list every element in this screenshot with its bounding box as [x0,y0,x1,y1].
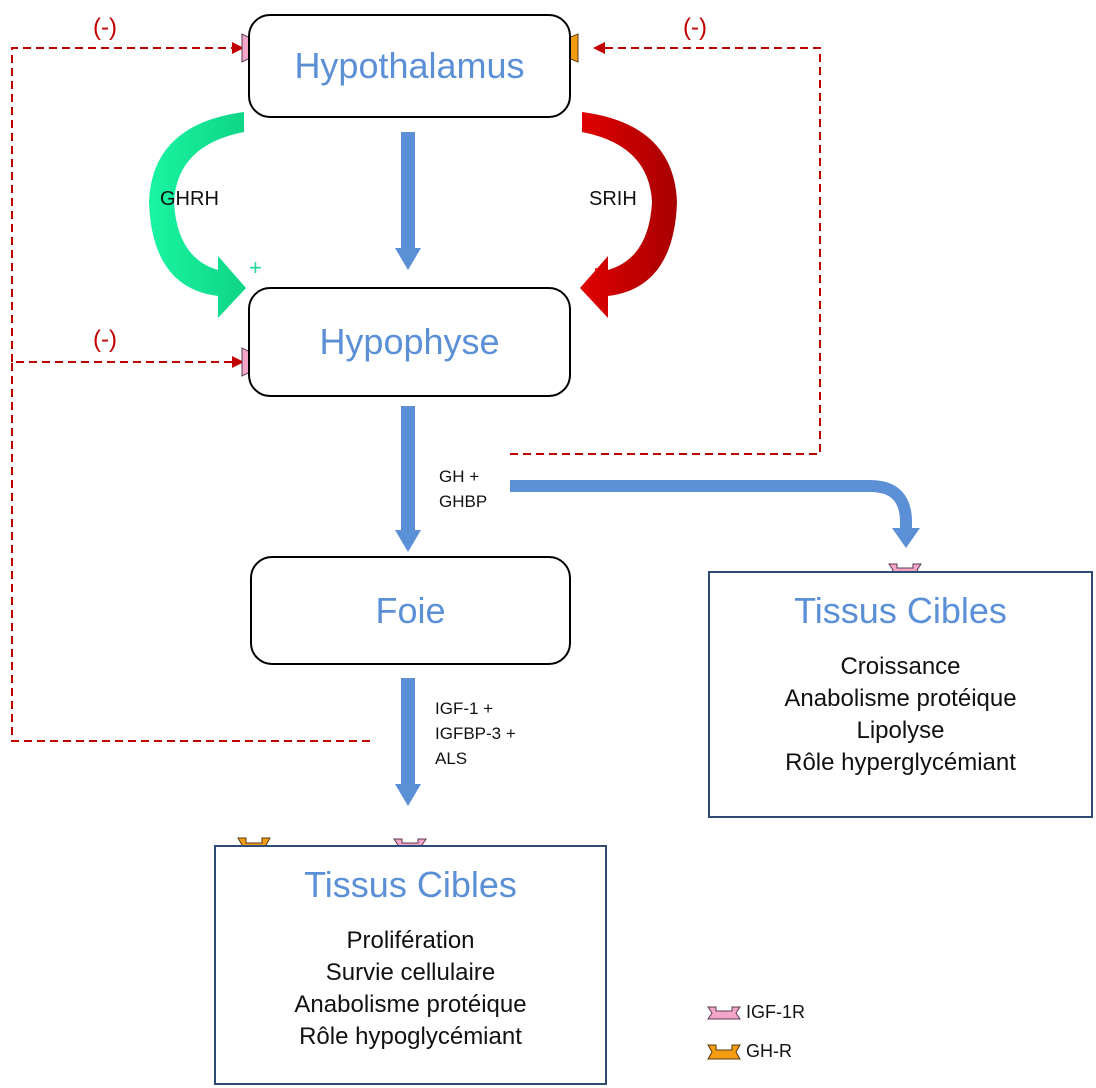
arrow-hypothalamus-to-hypophyse [395,132,421,270]
tissus-right-effects: Croissance Anabolisme protéique Lipolyse… [784,651,1016,779]
hypophyse-label: Hypophyse [319,321,500,362]
effect-item: Rôle hyperglycémiant [785,749,1016,776]
arrowhead-hypophyse-left [232,356,244,368]
tissus-cibles-bottom: Tissus Cibles Prolifération Survie cellu… [214,845,607,1085]
legend-icons [707,1006,741,1060]
arrow-gh-to-tissus-right [510,480,920,548]
hypothalamus-node: Hypothalamus [248,14,571,118]
effect-item: Anabolisme protéique [294,991,527,1018]
ghrh-label: GHRH [160,188,219,210]
als-line: ALS [435,749,468,768]
effect-item: Survie cellulaire [325,959,496,986]
srih-inhibition-arrow [580,112,677,318]
igfbp3-line: IGFBP-3 + [435,724,516,743]
foie-label: Foie [375,589,446,631]
igf-complex-label: IGF-1 + IGFBP-3 + ALS [435,696,516,771]
hypothalamus-label: Hypothalamus [294,45,525,86]
effect-item: Croissance [840,653,961,680]
srih-label: SRIH [589,188,637,210]
tissus-cibles-right: Tissus Cibles Croissance Anabolisme prot… [708,571,1093,818]
foie-node: Foie [250,556,571,665]
effect-item: Anabolisme protéique [784,685,1017,712]
tissus-bottom-effects: Prolifération Survie cellulaire Anabolis… [294,925,526,1053]
tissus-bottom-title: Tissus Cibles [304,864,517,905]
plus-sign: + [249,255,262,280]
tissus-right-title: Tissus Cibles [794,590,1007,631]
effect-item: Lipolyse [856,717,945,744]
hypophyse-node: Hypophyse [248,287,571,397]
arrow-hypophyse-to-foie [395,406,421,552]
ghrh-stimulation-arrow [149,112,246,318]
legend-ghr-label: GH-R [746,1041,792,1061]
arrowhead-hypothalamus-right [593,42,605,54]
main-arrows [395,132,421,806]
feedback-igf-to-hypophyse [11,361,370,742]
feedback-minus-top-left: (-) [93,14,117,41]
feedback-arrowheads [232,42,605,368]
arrowhead-hypothalamus-left [232,42,244,54]
gh-line: GH + [439,467,480,486]
legend-igf1r-label: IGF-1R [746,1002,806,1022]
gh-ghbp-label: GH + GHBP [439,464,487,514]
minus-sign: - [594,255,602,280]
feedback-lines [11,47,821,742]
igf1-line: IGF-1 + [435,699,494,718]
ghbp-line: GHBP [439,492,488,511]
effect-item: Rôle hypoglycémiant [299,1023,522,1050]
legend-igf1r-icon [707,1006,741,1020]
feedback-igf-to-hypothalamus [11,47,232,362]
effect-item: Prolifération [346,927,475,954]
feedback-gh-to-hypothalamus [510,47,821,455]
legend-ghr-icon [707,1044,741,1060]
feedback-minus-top-right: (-) [683,14,707,41]
arrow-foie-to-tissus [395,678,421,806]
feedback-minus-middle-left: (-) [93,326,117,353]
